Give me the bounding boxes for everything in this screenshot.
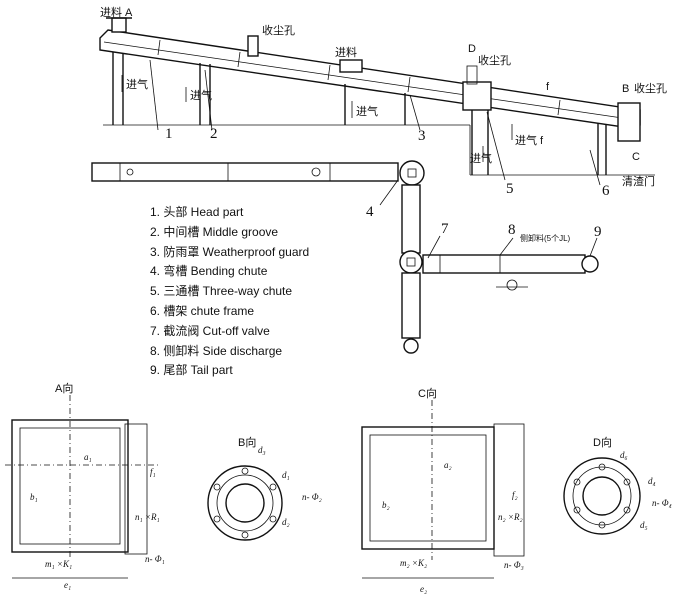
three-way-box — [462, 81, 492, 111]
dim-f2: f₂ — [512, 490, 518, 500]
legend-item: 2. 中间槽 Middle groove — [150, 224, 279, 239]
letter-c-label: C — [632, 151, 640, 163]
side-branch-plan — [422, 254, 586, 274]
tail-box — [617, 102, 641, 142]
dim-m2k2: m₂ ×K₂ — [400, 558, 427, 568]
plan-view: 4 7 8 侧卸料(5个JL) 9 — [91, 160, 602, 354]
view-c-title: C向 — [418, 386, 437, 400]
letter-b-label: B — [622, 83, 629, 95]
legend-item: 5. 三通槽 Three-way chute — [150, 284, 293, 299]
dim-d4: d₄ — [648, 476, 656, 486]
f-upper-label: f — [546, 81, 550, 93]
intake-label: 进气 — [126, 77, 148, 91]
legend-item: 7. 截流阀 Cut-off valve — [150, 323, 270, 338]
side-discharge-note: 侧卸料(5个JL) — [520, 233, 571, 243]
legend-item: 8. 侧卸料 Side discharge — [150, 343, 283, 358]
dim-d2: d₂ — [282, 517, 290, 527]
dim-a2: a₂ — [444, 460, 452, 470]
callout-8: 8 — [508, 222, 516, 238]
view-c: C向 a₂ b₂ n₂ ×R₂ f₂ m₂ ×K₂ e₂ n- Φ₃ — [361, 386, 525, 594]
dim-n1r1: n₁ ×R₁ — [135, 512, 160, 522]
dim-a1: a₁ — [84, 452, 92, 462]
callout-1: 1 — [165, 126, 173, 142]
callout-2: 2 — [210, 126, 218, 142]
intake-label: 进气 — [470, 151, 492, 165]
dust-hole-1-label: 收尘孔 — [262, 23, 295, 37]
view-d: D向 d₆ d₄ n- Φ₄ d₅ — [563, 435, 672, 535]
view-b-title: B向 — [238, 435, 256, 449]
callout-5: 5 — [506, 181, 514, 197]
callout-6: 6 — [602, 183, 610, 199]
view-a: A向 a₁ b₁ n₁ ×R₁ f₁ m₁ ×K₁ e₁ n- Φ₁ — [5, 381, 165, 590]
feed-inlet-2 — [339, 59, 363, 73]
dust-hole-b-label: 收尘孔 — [634, 81, 667, 95]
callout-7: 7 — [441, 221, 449, 237]
bending-chute-plan — [401, 184, 421, 254]
dim-f1: f₁ — [150, 467, 156, 477]
intake-label: 进气 — [515, 133, 537, 147]
callout-4: 4 — [366, 204, 374, 220]
feed-a-label: 进料 A — [100, 5, 133, 19]
legend-item: 1. 头部 Head part — [150, 205, 244, 219]
lower-branch-plan — [401, 272, 421, 339]
feed-inlet-a — [111, 17, 127, 33]
dim-phi2: n- Φ₂ — [302, 492, 322, 502]
dim-e1: e₁ — [64, 580, 71, 590]
dim-phi1: n- Φ₁ — [145, 554, 165, 564]
middle-groove-plan — [91, 162, 399, 182]
view-b: B向 d₃ d₁ n- Φ₂ d₂ — [207, 435, 322, 541]
bend-joint — [399, 160, 425, 186]
legend-item: 3. 防雨罩 Weatherproof guard — [150, 244, 310, 259]
callout-3: 3 — [418, 128, 426, 144]
intake-label: 进气 — [190, 88, 212, 102]
view-a-title: A向 — [55, 381, 73, 395]
intake-label: 进气 — [356, 104, 378, 118]
dim-phi3: n- Φ₃ — [504, 560, 524, 570]
dim-d6: d₆ — [620, 450, 628, 460]
elevation-view: 进料 A 收尘孔 进料 D 收尘孔 B 收尘孔 C 进气 进气 进气 进气 进气… — [99, 5, 667, 199]
callout-9: 9 — [594, 224, 602, 240]
dust-hole-d-label: 收尘孔 — [478, 53, 511, 67]
legend-item: 9. 尾部 Tail part — [150, 363, 233, 378]
letter-d-label: D — [468, 43, 476, 55]
dim-d1: d₁ — [282, 470, 290, 480]
parts-legend: 1. 头部 Head part 2. 中间槽 Middle groove 3. … — [150, 203, 309, 381]
dust-hole-1 — [247, 35, 259, 57]
dim-b2: b₂ — [382, 500, 390, 510]
dim-d3: d₃ — [258, 445, 266, 455]
clean-door-label: 清渣门 — [622, 174, 655, 188]
dim-phi4: n- Φ₄ — [652, 498, 672, 508]
dim-d5: d₅ — [640, 520, 648, 530]
dim-b1: b₁ — [30, 492, 38, 502]
legend-item: 4. 弯槽 Bending chute — [150, 264, 268, 279]
dim-m1k1: m₁ ×K₁ — [45, 559, 72, 569]
three-way-joint — [399, 250, 423, 274]
feed-2-label: 进料 — [335, 45, 357, 59]
f-lower-label: f — [540, 135, 544, 147]
legend-item: 6. 槽架 chute frame — [150, 303, 255, 318]
dim-e2: e₂ — [420, 584, 427, 594]
dim-n2r2: n₂ ×R₂ — [498, 512, 523, 522]
view-d-title: D向 — [593, 435, 612, 449]
